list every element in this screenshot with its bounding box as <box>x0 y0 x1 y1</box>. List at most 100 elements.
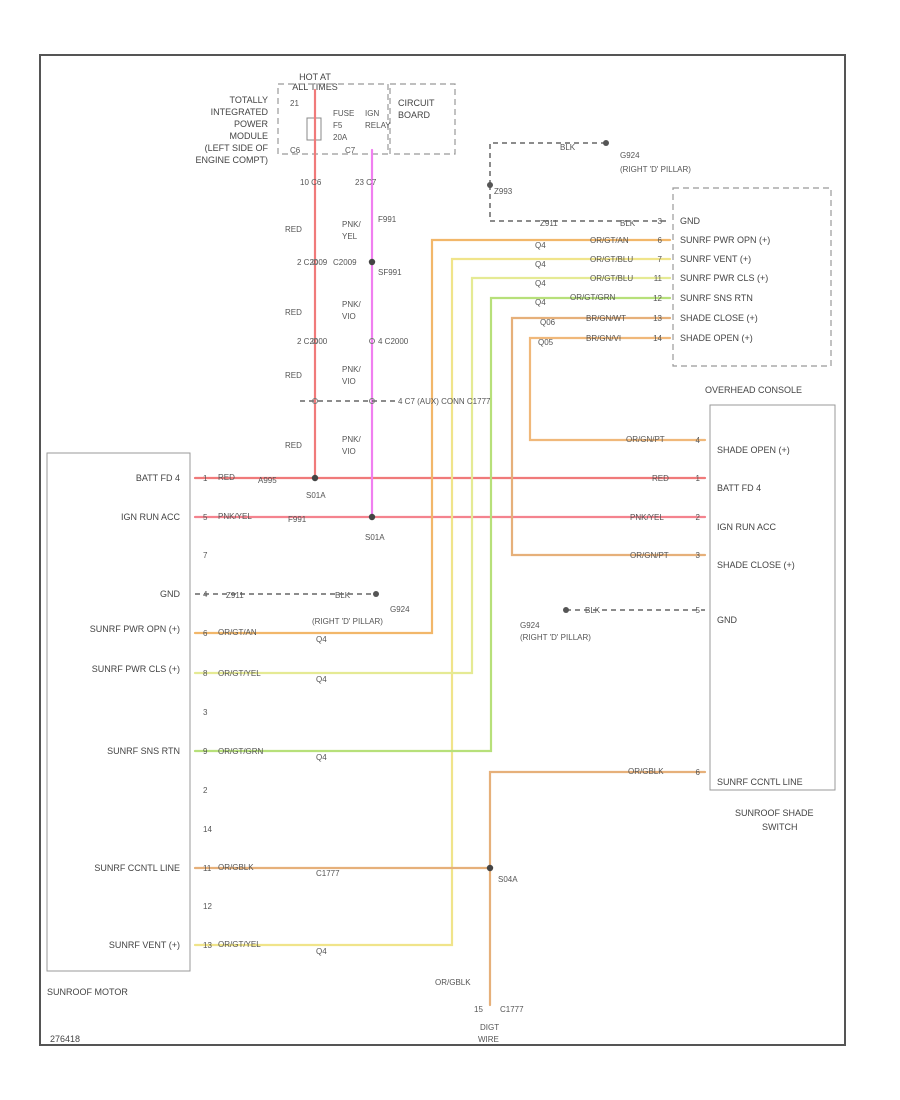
label-z993: Z993 <box>494 187 513 196</box>
motor-pin-12-num: 13 <box>203 941 212 950</box>
label-br-wt-1: BR/GN/WT <box>586 314 626 323</box>
tipm-pin-a: 21 <box>290 99 299 108</box>
motor-pin-5-num: 8 <box>203 669 208 678</box>
label-red-3: RED <box>285 371 302 380</box>
splice-s01a-red <box>311 474 319 482</box>
g924-bottom: G924 <box>390 605 410 614</box>
g924-right: G924 <box>520 621 540 630</box>
fuse-label-2: F5 <box>333 121 343 130</box>
console-pin-3-num: 11 <box>654 274 663 283</box>
splice-c2009 <box>312 259 318 265</box>
motor-pin-0-num: 1 <box>203 474 208 483</box>
wire-pwr-close <box>193 276 672 675</box>
label-tipm-out-b: 23 C7 <box>355 178 377 187</box>
label-q05: Q05 <box>538 338 554 347</box>
console-pin-2-label: SUNRF VENT (+) <box>680 254 751 264</box>
shade-switch-title-2: SWITCH <box>762 822 798 832</box>
label-c1777-1: C1777 <box>316 869 340 878</box>
label-bottom-b: WIRE <box>478 1035 499 1044</box>
diagram-id: 276418 <box>50 1034 80 1044</box>
splices <box>311 258 494 872</box>
label-z911-motor: Z911 <box>226 591 244 600</box>
console-pin-1-label: SUNRF PWR OPN (+) <box>680 235 770 245</box>
label-q4-6: Q4 <box>535 260 546 269</box>
ground-top-dot <box>603 140 609 146</box>
ground-top-node <box>487 182 493 188</box>
label-q4-7: Q4 <box>535 279 546 288</box>
label-pink-4: PNK/ <box>342 435 361 444</box>
console-pin-6-num: 14 <box>653 334 662 343</box>
wire-ccntl-line <box>193 770 707 870</box>
tipm-label-line-5: (LEFT SIDE OF <box>205 143 269 153</box>
label-f991: F991 <box>378 215 397 224</box>
tipm-label-line-2: INTEGRATED <box>211 107 269 117</box>
label-q4-4: Q4 <box>316 947 327 956</box>
motor-pin-9-num: 14 <box>203 825 212 834</box>
label-or-yel-3: OR/GT/BLU <box>590 274 633 283</box>
switch-pin-1-num: 1 <box>696 474 701 483</box>
wire-vent <box>193 257 672 947</box>
label-pink-4b: VIO <box>342 447 356 456</box>
switch-pin-2-label: IGN RUN ACC <box>717 522 777 532</box>
circuit-board-line-1: CIRCUIT <box>398 98 435 108</box>
switch-pin-5-num: 6 <box>696 768 701 777</box>
console-pin-5-label: SHADE CLOSE (+) <box>680 313 758 323</box>
label-or-lgn-1: OR/GT/GRN <box>218 747 264 756</box>
grounds: G924 (RIGHT 'D' PILLAR) Z911 G924 (RIGHT… <box>195 140 705 642</box>
motor-pin-6-num: 3 <box>203 708 208 717</box>
splice-s04a <box>486 864 494 872</box>
motor-pin-2-num: 7 <box>203 551 208 560</box>
label-pnk-yel-motor: PNK/YEL <box>218 512 252 521</box>
label-pink-2: PNK/ <box>342 300 361 309</box>
wire-shade-close-a <box>510 316 707 557</box>
label-pink-1: PNK/ <box>342 220 361 229</box>
motor-pin-0-label: BATT FD 4 <box>136 473 180 483</box>
splice-c2000-b <box>369 338 375 344</box>
switch-pin-3-label: SHADE CLOSE (+) <box>717 560 795 570</box>
label-q06: Q06 <box>540 318 556 327</box>
label-orgblk-1: OR/GBLK <box>218 863 254 872</box>
motor-pin-1-num: 5 <box>203 513 208 522</box>
switch-pin-1-label: BATT FD 4 <box>717 483 761 493</box>
ground-top-to-console <box>489 185 670 222</box>
diagram-frame <box>39 54 846 1046</box>
label-or-lbl-2: OR/GT/BLU <box>590 255 633 264</box>
tipm-hot-line-2: ALL TIMES <box>292 82 338 92</box>
wires <box>193 88 707 1007</box>
motor-pin-1-label: IGN RUN ACC <box>121 512 181 522</box>
fuse-label-1: FUSE <box>333 109 354 118</box>
g924-right-sub: (RIGHT 'D' PILLAR) <box>520 633 591 642</box>
switch-pin-3-num: 3 <box>696 551 701 560</box>
switch-pin-4-label: GND <box>717 615 738 625</box>
splice-sf991 <box>368 258 376 266</box>
switch-pin-0-num: 4 <box>696 436 701 445</box>
ign-label-1: IGN <box>365 109 379 118</box>
tipm-label-line-4: MODULE <box>229 131 268 141</box>
motor-pin-7-label: SUNRF SNS RTN <box>107 746 180 756</box>
switch-pin-0-label: SHADE OPEN (+) <box>717 445 790 455</box>
motor-pin-5-label: SUNRF PWR CLS (+) <box>92 664 180 674</box>
ground-switch-dot <box>563 607 569 613</box>
console-pin-6-label: SHADE OPEN (+) <box>680 333 753 343</box>
wire-labels: 10 C6 23 C7 RED RED RED RED PNK/ YEL PNK… <box>218 143 669 1044</box>
motor-pin-3-label: GND <box>160 589 181 599</box>
console-pin-4-num: 12 <box>653 294 662 303</box>
motor-pin-4-label: SUNRF PWR OPN (+) <box>90 624 180 634</box>
label-pink-3: PNK/ <box>342 365 361 374</box>
label-s01a-2: S01A <box>365 533 385 542</box>
overhead-console: OVERHEAD CONSOLE <box>672 187 832 395</box>
motor-pin-4-num: 6 <box>203 629 208 638</box>
label-or-tan-2: OR/GT/AN <box>590 236 629 245</box>
label-blk-1: BLK <box>620 219 636 228</box>
label-red-2: RED <box>285 308 302 317</box>
label-bottom-conn: C1777 <box>500 1005 524 1014</box>
shade-switch-title-1: SUNROOF SHADE <box>735 808 814 818</box>
label-q4-5: Q4 <box>535 241 546 250</box>
label-or-lgn-2: OR/GT/GRN <box>570 293 616 302</box>
motor-pin-10-label: SUNRF CCNTL LINE <box>94 863 180 873</box>
console-pin-0-label: GND <box>680 216 701 226</box>
sunroof-motor-box <box>46 452 191 972</box>
ground-top-wire <box>489 142 606 185</box>
label-q4-8: Q4 <box>535 298 546 307</box>
